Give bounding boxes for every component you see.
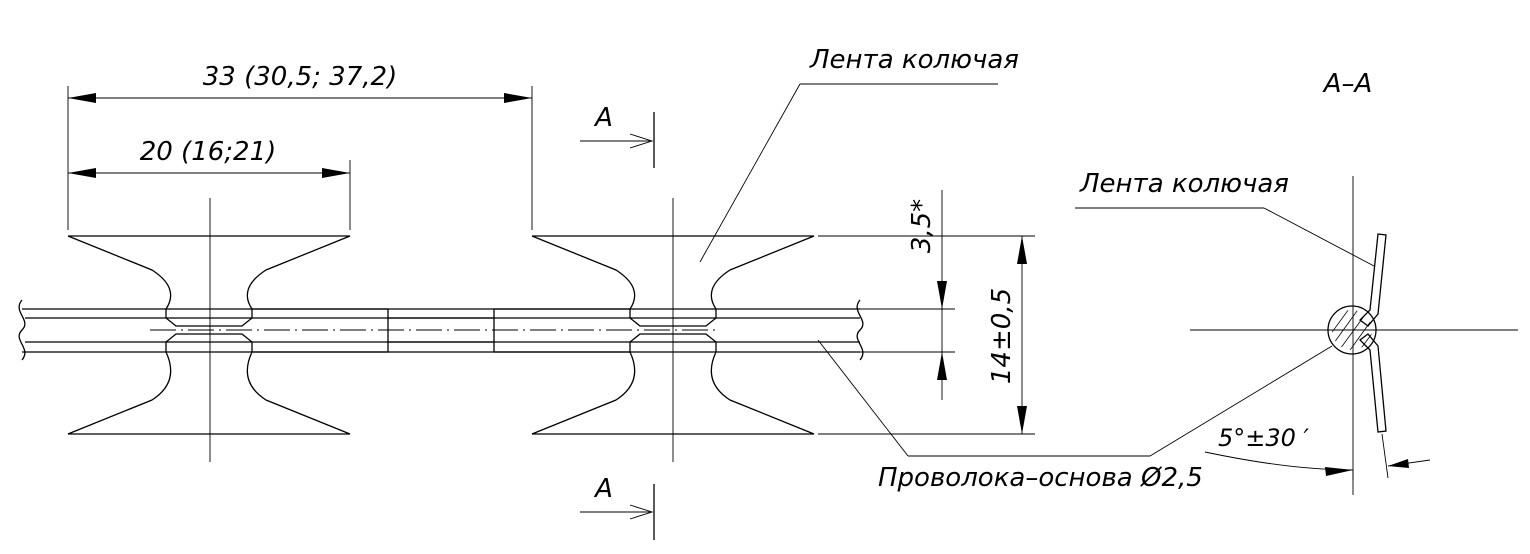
dimension-width: 20 (16;21) <box>68 137 351 230</box>
dim-gap-label: 3,5* <box>907 199 937 253</box>
dimension-height: 14±0,5 <box>818 235 1035 435</box>
barb-right <box>494 198 815 462</box>
dimension-gap: 3,5* <box>860 190 955 400</box>
dim-pitch-label: 33 (30,5; 37,2) <box>203 62 397 92</box>
section-mark-top-label: А <box>593 103 613 133</box>
section-mark-bottom-label: А <box>593 474 613 504</box>
section-title: А–А <box>1322 69 1373 99</box>
section-tape-label: Лента колючая <box>1079 169 1289 199</box>
barb-left <box>67 198 388 462</box>
dim-width-label: 20 (16;21) <box>140 137 277 167</box>
wire-leader: Проволока–основа Ø2,5 <box>817 339 1333 493</box>
dim-height-label: 14±0,5 <box>987 288 1017 384</box>
dimension-pitch: 33 (30,5; 37,2) <box>67 62 533 230</box>
angle-label: 5°±30 ′ <box>1218 424 1310 452</box>
tape-label: Лента колючая <box>809 45 1019 75</box>
section-view: А–А Лента колючая <box>1075 69 1518 495</box>
wire-label: Проволока–основа Ø2,5 <box>878 463 1203 493</box>
section-mark-bottom: А <box>580 474 655 540</box>
section-mark-top: А <box>580 103 655 168</box>
tape-leader: Лента колючая <box>699 45 1019 263</box>
wire-base <box>18 299 864 361</box>
